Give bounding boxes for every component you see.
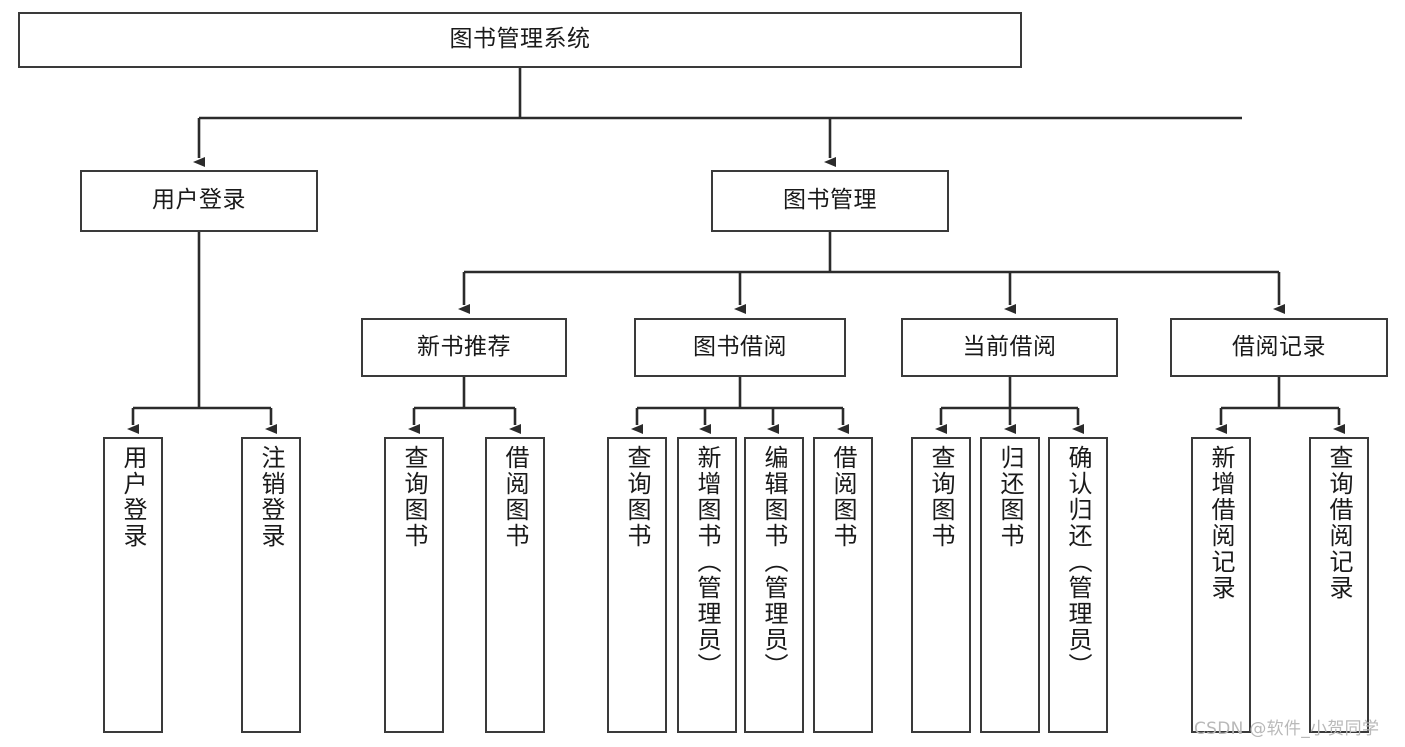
node-current-borrow[interactable]: 当前借阅	[901, 318, 1118, 377]
node-new-book-recommend[interactable]: 新书推荐	[361, 318, 567, 377]
leaf-current-return-book[interactable]: 归还图书	[980, 437, 1040, 733]
leaf-borrow-borrow-book[interactable]: 借阅图书	[813, 437, 873, 733]
node-label: 新增借阅记录	[1207, 445, 1235, 601]
node-label: 注销登录	[257, 445, 285, 549]
leaf-record-query-record[interactable]: 查询借阅记录	[1309, 437, 1369, 733]
leaf-current-query-book[interactable]: 查询图书	[911, 437, 971, 733]
node-label: 新书推荐	[417, 333, 511, 360]
node-root-system[interactable]: 图书管理系统	[18, 12, 1022, 68]
node-label: 图书管理	[783, 187, 877, 214]
node-label: 借阅图书	[501, 445, 529, 549]
node-label: 确认归还（管理员）	[1064, 445, 1092, 679]
node-book-borrow[interactable]: 图书借阅	[634, 318, 846, 377]
node-label: 查询图书	[623, 445, 651, 549]
leaf-record-add-record[interactable]: 新增借阅记录	[1191, 437, 1251, 733]
leaf-user-logout[interactable]: 注销登录	[241, 437, 301, 733]
node-book-management[interactable]: 图书管理	[711, 170, 949, 232]
node-label: 归还图书	[996, 445, 1024, 549]
node-user-login[interactable]: 用户登录	[80, 170, 318, 232]
node-label: 当前借阅	[962, 333, 1057, 360]
node-label: 用户登录	[119, 445, 147, 549]
leaf-user-login[interactable]: 用户登录	[103, 437, 163, 733]
leaf-borrow-edit-book-admin[interactable]: 编辑图书（管理员）	[744, 437, 804, 733]
leaf-recommend-query-book[interactable]: 查询图书	[384, 437, 444, 733]
node-label: 图书借阅	[693, 333, 787, 360]
leaf-recommend-borrow-book[interactable]: 借阅图书	[485, 437, 545, 733]
watermark: CSDN @软件_小贺同学	[1194, 719, 1380, 739]
node-label: 新增图书（管理员）	[693, 445, 721, 679]
node-label: 图书管理系统	[449, 26, 591, 53]
node-label: 查询借阅记录	[1325, 445, 1353, 601]
leaf-borrow-query-book[interactable]: 查询图书	[607, 437, 667, 733]
node-label: 用户登录	[152, 187, 246, 214]
leaf-borrow-add-book-admin[interactable]: 新增图书（管理员）	[677, 437, 737, 733]
node-label: 查询图书	[400, 445, 428, 549]
node-label: 借阅记录	[1232, 333, 1326, 360]
leaf-current-confirm-return-admin[interactable]: 确认归还（管理员）	[1048, 437, 1108, 733]
node-label: 借阅图书	[829, 445, 857, 549]
node-label: 查询图书	[927, 445, 955, 549]
node-borrow-record[interactable]: 借阅记录	[1170, 318, 1388, 377]
node-label: 编辑图书（管理员）	[760, 445, 788, 679]
